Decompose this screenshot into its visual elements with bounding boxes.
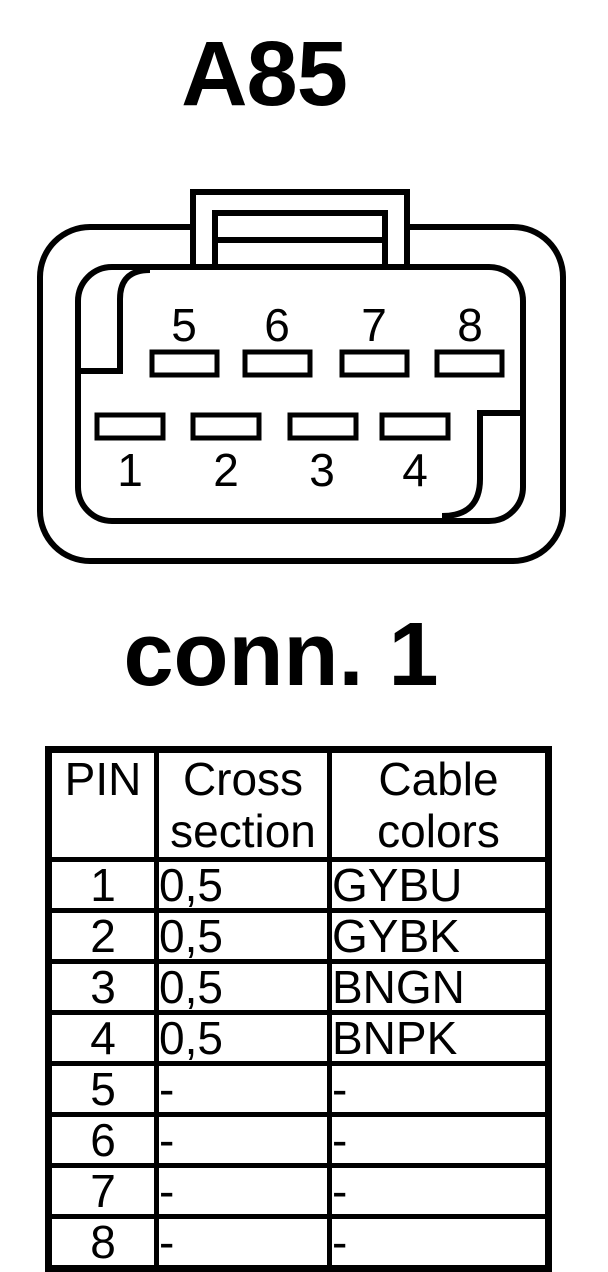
pin-label-2: 2 [213,444,239,496]
shell-outline [75,264,526,524]
pin-cell: 7 [46,1163,159,1219]
table-row: 4 0,5 BNPK [46,1010,551,1066]
pin-slot-1 [94,412,166,441]
connector-diagram: 5 6 7 8 1 2 3 4 [37,189,566,564]
pin-slot-7 [339,349,410,378]
cable-colors-cell: - [327,1061,551,1117]
pin-label-1: 1 [117,444,143,496]
keyway-notch-top-left [81,267,151,374]
pin-cell: 1 [46,857,159,913]
pin-slot-4 [379,412,451,441]
cable-colors-cell: GYBK [327,908,551,964]
table-row: 2 0,5 GYBK [46,908,551,964]
header-cable-colors: Cable colors [327,747,551,862]
pin-cell: 2 [46,908,159,964]
table-row: 5 - - [46,1061,551,1117]
pin-cell: 3 [46,959,159,1015]
cross-section-cell: 0,5 [154,959,332,1015]
cable-colors-cell: BNGN [327,959,551,1015]
pin-table: PIN Cross section Cable colors 1 0,5 GYB… [45,746,552,1272]
cross-section-cell: 0,5 [154,1010,332,1066]
pin-cell: 4 [46,1010,159,1066]
header-pin: PIN [46,747,159,862]
cross-section-cell: 0,5 [154,908,332,964]
cable-colors-cell: BNPK [327,1010,551,1066]
pin-label-7: 7 [361,299,387,351]
cable-colors-cell: - [327,1163,551,1219]
pin-label-4: 4 [402,444,428,496]
pin-label-5: 5 [171,299,197,351]
page-title: A85 [181,23,348,125]
pin-slot-8 [434,349,505,378]
table-row: 6 - - [46,1112,551,1168]
pin-label-8: 8 [457,299,483,351]
cable-colors-cell: GYBU [327,857,551,913]
pin-slot-3 [287,412,359,441]
keyway-notch-bottom-right [441,410,520,519]
cable-colors-cell: - [327,1214,551,1271]
cross-section-cell: - [154,1214,332,1271]
table-row: 3 0,5 BNGN [46,959,551,1015]
cross-section-cell: - [154,1112,332,1168]
table-header-row: PIN Cross section Cable colors [46,747,551,862]
table-row: 7 - - [46,1163,551,1219]
cross-section-cell: - [154,1061,332,1117]
table-row: 8 - - [46,1214,551,1271]
pin-slot-5 [149,349,220,378]
connector-label: conn. 1 [123,605,439,705]
pin-cell: 6 [46,1112,159,1168]
table-row: 1 0,5 GYBU [46,857,551,913]
pin-label-6: 6 [264,299,290,351]
header-cross-section: Cross section [154,747,332,862]
cross-section-cell: 0,5 [154,857,332,913]
pin-slot-2 [190,412,262,441]
pin-slot-6 [242,349,313,378]
cable-colors-cell: - [327,1112,551,1168]
cross-section-cell: - [154,1163,332,1219]
pin-cell: 5 [46,1061,159,1117]
pin-label-3: 3 [309,444,335,496]
pin-cell: 8 [46,1214,159,1271]
